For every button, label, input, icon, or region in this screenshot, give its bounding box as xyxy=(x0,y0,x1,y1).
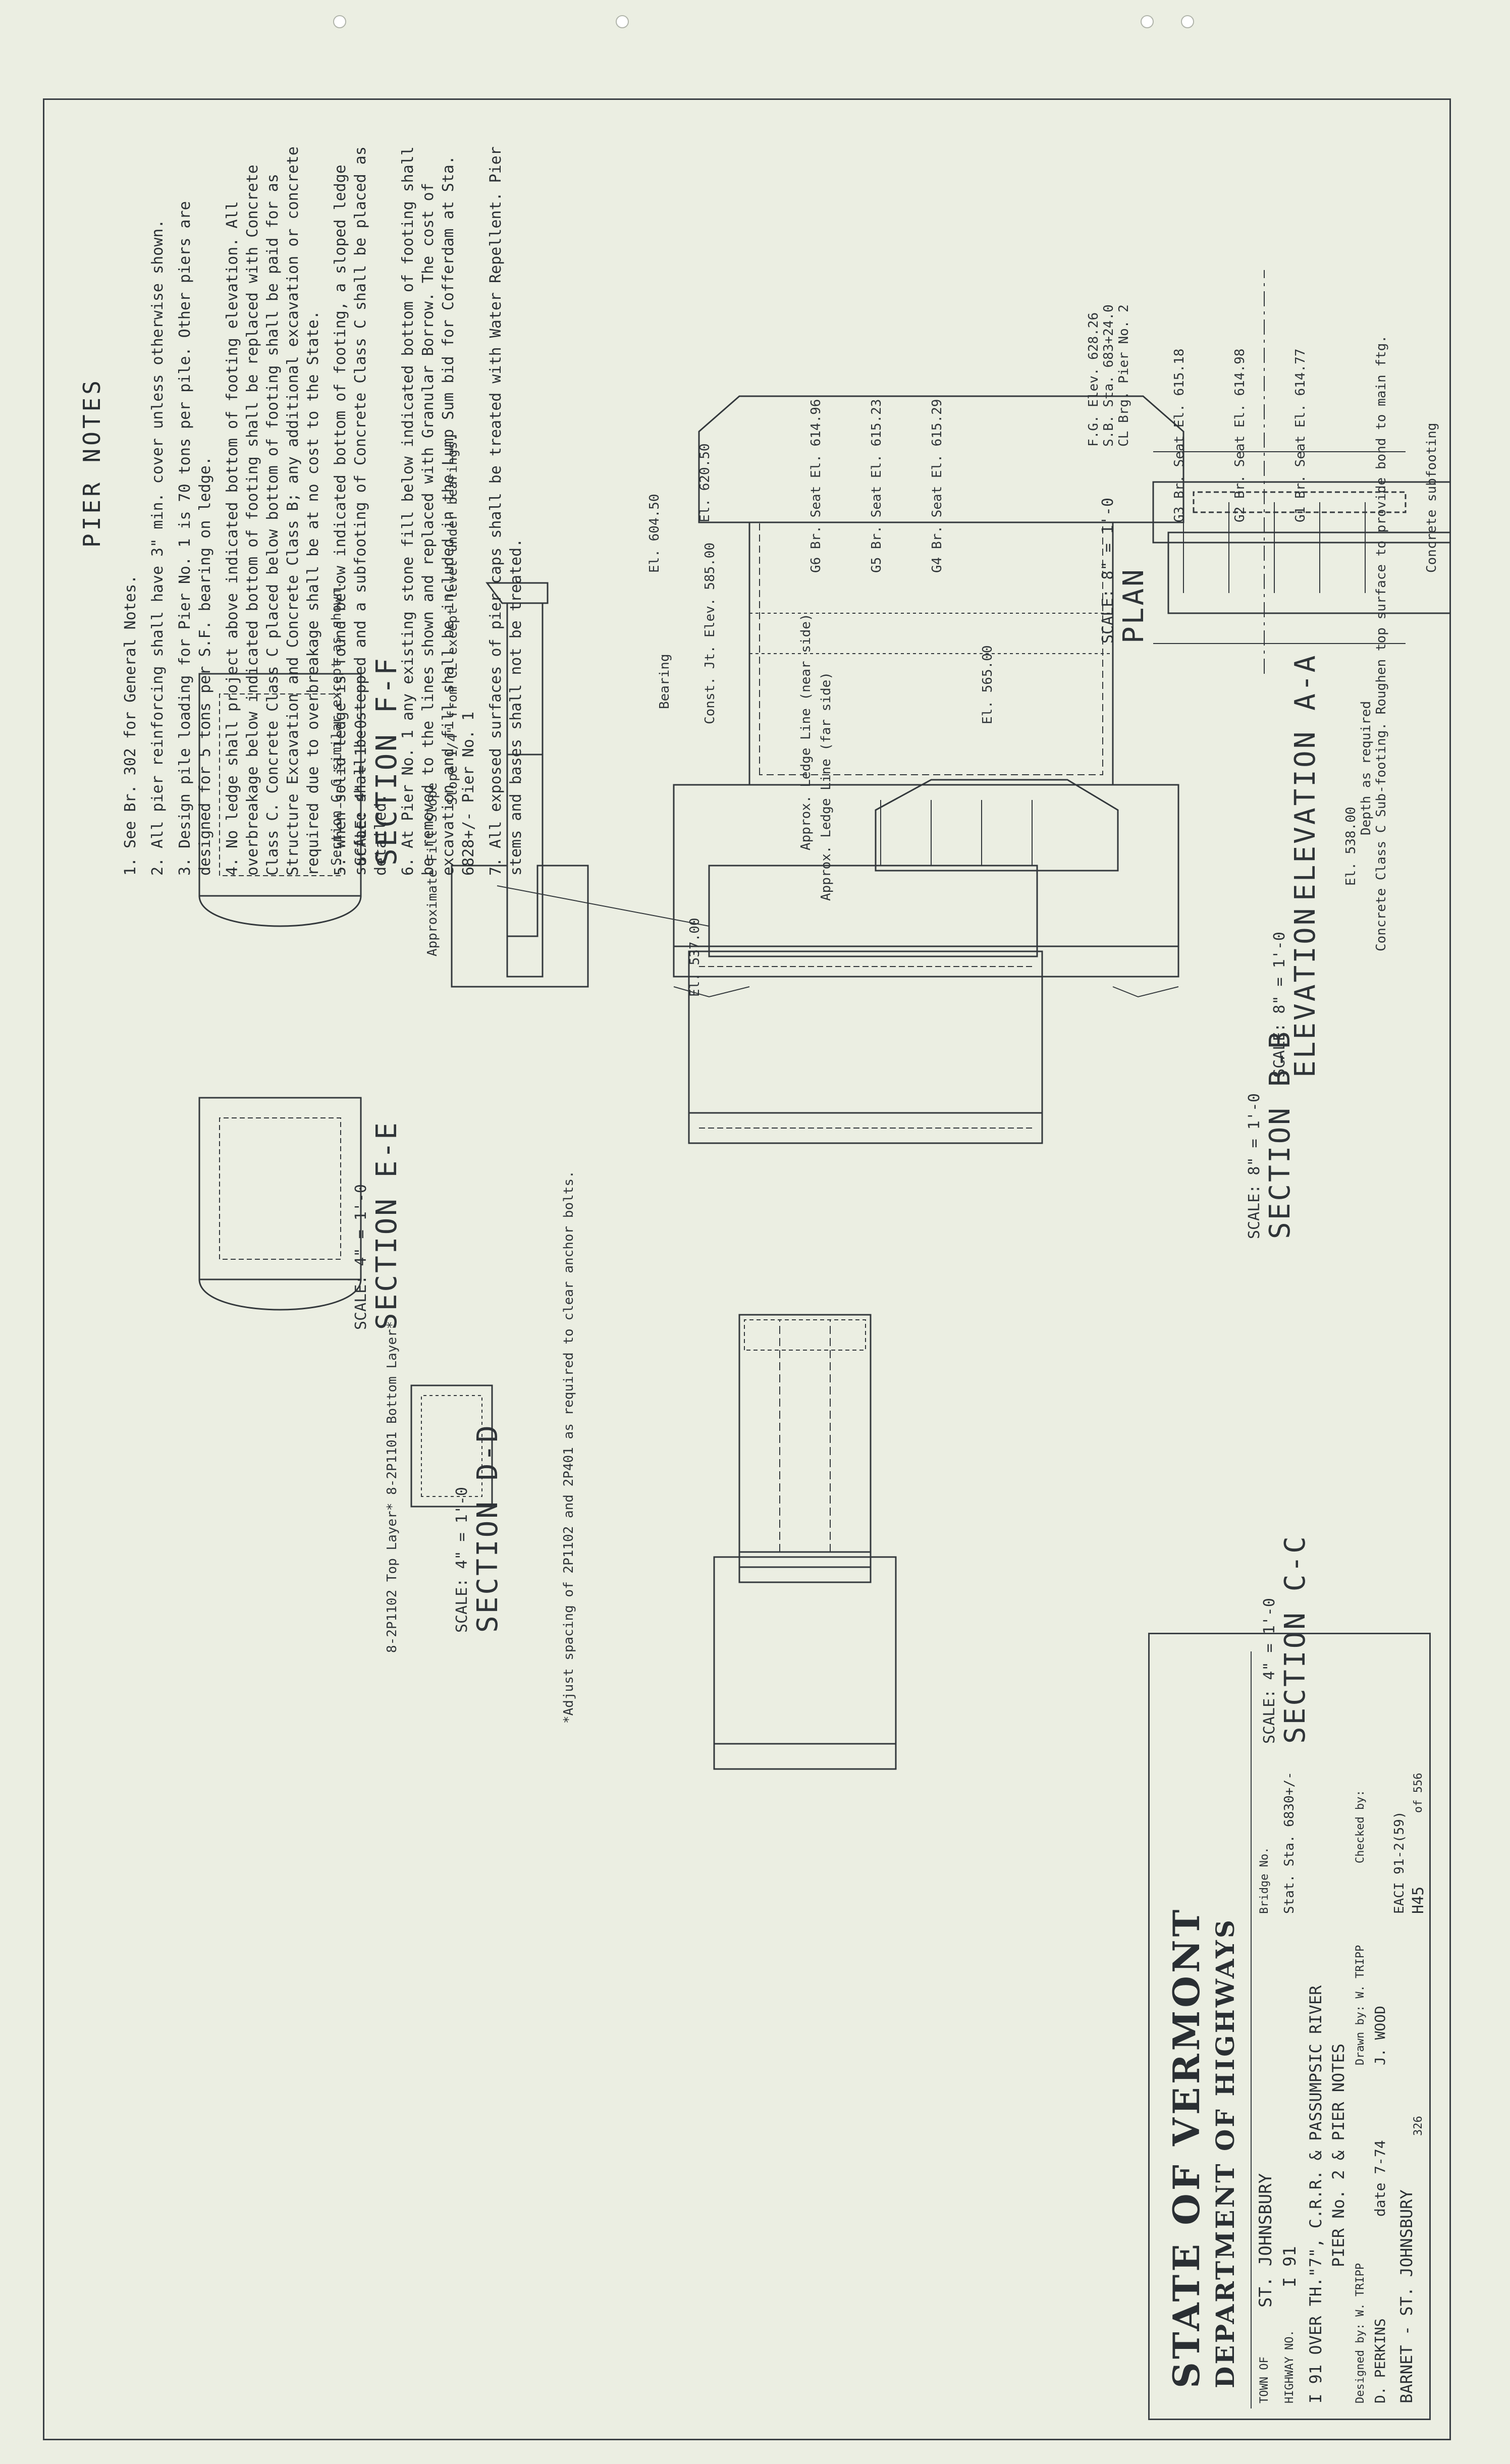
elevation-aa-view xyxy=(451,582,710,988)
pier-note-1: 1. See Br. 302 for General Notes. xyxy=(122,574,139,876)
label-g1: G1 Br. Seat El. 614.77 xyxy=(1293,349,1308,522)
town-value: ST. JOHNSBURY xyxy=(1256,2173,1276,2308)
section-bb-view xyxy=(688,779,1119,1144)
elevation-scale: SCALE: 8" = 1'-0 xyxy=(1271,932,1288,1078)
sheet-of: of 556 xyxy=(1412,1773,1425,1813)
project-name: BARNET - ST. JOHNSBURY xyxy=(1397,2189,1416,2403)
section-ee-scale: SCALE: 4" = 1'-0 xyxy=(352,1184,370,1330)
pier-note-2: 2. All pier reinforcing shall have 3" mi… xyxy=(149,219,167,876)
pier-note-6: 6. At Pier No. 1 any existing stone fill… xyxy=(399,146,477,876)
label-anchor-note: *Adjust spacing of 2P1102 and 2P401 as r… xyxy=(561,1170,576,1724)
section-cc-view xyxy=(713,1314,897,1770)
date: date 7-74 xyxy=(1372,2140,1388,2217)
title-department: DEPARTMENT OF HIGHWAYS xyxy=(1210,1918,1240,2388)
label-g2: G2 Br. Seat El. 614.98 xyxy=(1232,349,1248,522)
plan-title: PLAN xyxy=(1117,567,1150,644)
label-dd-note: 8-2P1102 Top Layer* 8-2P1101 Bottom Laye… xyxy=(385,1321,400,1653)
label-ledge-far: Approx. Ledge Line (far side) xyxy=(819,672,834,901)
punch-hole xyxy=(616,15,629,28)
pier-note-3: 3. Design pile loading for Pier No. 1 is… xyxy=(176,201,214,876)
section-ff-title: SECTION F-F xyxy=(370,656,403,866)
section-ee-view xyxy=(198,1097,362,1311)
label-fill-slope: Approximate Fill Slope xyxy=(425,783,440,956)
elevation-aa-title: ELEVATION A-A xyxy=(1289,654,1322,901)
plan-scale: SCALE: 8" = 1'-0 xyxy=(1099,498,1117,644)
reviewer: J. WOOD xyxy=(1372,2005,1388,2065)
project-no: EACI 91-2(59) xyxy=(1392,1811,1407,1914)
label-fg-elev: F.G. Elev. 628.26 xyxy=(1086,312,1101,447)
label-slope-note: Slope 1/4" from CL except level under be… xyxy=(445,434,460,805)
label-pier-cl: CL Brg. Pier No. 2 xyxy=(1116,304,1131,447)
section-cc-title: SECTION C-C xyxy=(1279,1534,1312,1744)
label-depth-note: Depth as required xyxy=(1359,701,1374,835)
label-g5: G5 Br. Seat El. 615.23 xyxy=(869,399,884,573)
highway-label: HIGHWAY NO. xyxy=(1283,2330,1296,2403)
elevation-title: ELEVATION xyxy=(1289,906,1322,1078)
section-dd-scale: SCALE: 4" = 1'-0 xyxy=(453,1487,471,1633)
label-ledge-near: Approx. Ledge Line (near side) xyxy=(798,613,814,850)
label-pier-sta: S.B. Sta. 683+24.0 xyxy=(1101,304,1116,447)
bridge-label: Bridge No. xyxy=(1258,1847,1271,1914)
section-bb-scale: SCALE: 8" = 1'-0 xyxy=(1246,1093,1263,1239)
plan-view xyxy=(1152,270,1451,674)
label-el-604: El. 604.50 xyxy=(647,494,662,573)
section-ee-title: SECTION E-E xyxy=(370,1120,403,1330)
label-g3: G3 Br. Seat El. 615.18 xyxy=(1172,349,1187,522)
engineer: D. PERKINS xyxy=(1372,2318,1388,2403)
label-el-538: El. 538.00 xyxy=(1343,807,1359,886)
highway-value: I 91 xyxy=(1280,2246,1300,2287)
description: I 91 OVER TH."7", C.R.R. & PASSUMPSIC RI… xyxy=(1306,1985,1325,2403)
pier-notes-title: PIER NOTES xyxy=(78,378,105,548)
punch-hole xyxy=(1181,15,1194,28)
designed-by: Designed by: W. TRIPP xyxy=(1354,2263,1367,2403)
section-ff-view xyxy=(198,673,362,927)
label-el-565: El. 565.00 xyxy=(980,645,995,724)
section-ff-scale: SCALE: 4" = 1'-0 xyxy=(352,720,370,866)
sheet-border xyxy=(43,98,1451,2440)
elevation-view xyxy=(673,395,1184,998)
pier-note-5: 5. When solid ledge is found below indic… xyxy=(332,146,390,876)
section-dd-view xyxy=(410,1384,493,1508)
label-g4: G4 Br. Seat El. 615.29 xyxy=(930,399,945,573)
label-subfooting-note: Concrete Class C Sub-footing. Roughen to… xyxy=(1374,335,1389,951)
section-dd-title: SECTION D-D xyxy=(471,1423,504,1633)
section-ff-note: Section G-G similar except as shown. xyxy=(329,581,344,866)
station-value: Stat. Sta. 6830+/- xyxy=(1282,1772,1297,1914)
title-state: STATE OF VERMONT xyxy=(1165,1906,1208,2388)
punch-hole xyxy=(333,15,346,28)
sheet-title: PIER No. 2 & PIER NOTES xyxy=(1329,2043,1348,2267)
rotated-drawing-area: PLAN SCALE: 8" = 1'-0 ELEVATION SCALE: 8… xyxy=(43,98,1451,2440)
drawing-text-layer: PLAN SCALE: 8" = 1'-0 ELEVATION SCALE: 8… xyxy=(329,304,1439,1744)
label-g6: G6 Br. Seat El. 614.96 xyxy=(808,399,824,573)
engineering-drawing xyxy=(198,270,1451,1770)
section-bb-title: SECTION B-B xyxy=(1264,1030,1297,1239)
pier-note-7: 7. All exposed surfaces of pier caps sha… xyxy=(487,146,525,876)
label-el-537: El. 537.00 xyxy=(687,918,703,997)
label-bearing: Bearing xyxy=(657,654,672,709)
drawn-by: Drawn by: W. TRIPP xyxy=(1354,1945,1367,2065)
label-concrete-subfooting: Concrete subfooting xyxy=(1424,423,1439,573)
punch-hole xyxy=(1141,15,1154,28)
sheet-no: H45 xyxy=(1410,1886,1427,1914)
checked-by: Checked by: xyxy=(1354,1790,1367,1863)
section-cc-scale: SCALE: 4" = 1'-0 xyxy=(1261,1598,1278,1744)
town-label: TOWN OF xyxy=(1258,2356,1271,2403)
pier-notes: PIER NOTES 1. See Br. 302 for General No… xyxy=(78,144,525,876)
pier-note-4: 4. No ledge shall project above indicate… xyxy=(224,146,322,876)
bridge-sheet: 326 xyxy=(1412,2116,1425,2136)
label-const-jt: Const. Jt. Elev. 585.00 xyxy=(703,543,718,724)
title-block: STATE OF VERMONT DEPARTMENT OF HIGHWAYS … xyxy=(1148,1633,1431,2420)
label-el-620: El. 620.50 xyxy=(697,443,713,522)
